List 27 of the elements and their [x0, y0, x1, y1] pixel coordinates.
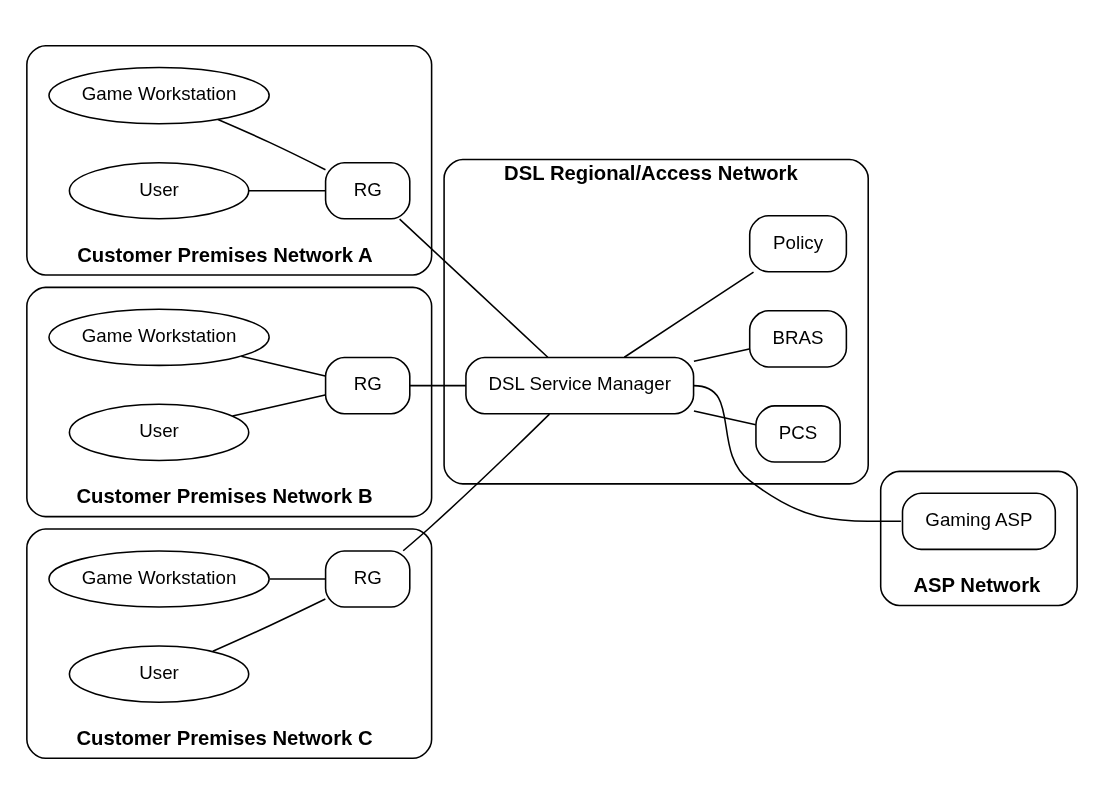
connector	[398, 217, 549, 358]
node-ellipse: Game Workstation	[48, 307, 270, 366]
node-ellipse: Game Workstation	[48, 66, 270, 124]
node-box: DSL Service Manager	[465, 356, 695, 414]
connector	[693, 347, 751, 362]
connector	[217, 118, 327, 170]
connector	[231, 393, 326, 417]
connector	[248, 189, 327, 191]
connector	[212, 597, 327, 652]
connector	[693, 409, 757, 426]
node-box: Gaming ASP	[901, 491, 1057, 550]
node-box: Policy	[748, 214, 848, 273]
connector	[269, 577, 327, 580]
node-box: RG	[324, 161, 411, 220]
node-box: RG	[324, 356, 411, 414]
connector	[240, 354, 327, 377]
node-box: PCS	[755, 404, 841, 463]
node-box: RG	[324, 549, 411, 608]
node-box: BRAS	[748, 309, 848, 368]
node-ellipse: User	[68, 161, 250, 220]
connector	[623, 270, 755, 358]
node-ellipse: Game Workstation	[48, 549, 270, 608]
connector	[402, 412, 551, 551]
node-ellipse: User	[68, 644, 250, 703]
node-ellipse: User	[68, 403, 250, 461]
connector	[409, 384, 467, 386]
connector	[692, 384, 902, 522]
